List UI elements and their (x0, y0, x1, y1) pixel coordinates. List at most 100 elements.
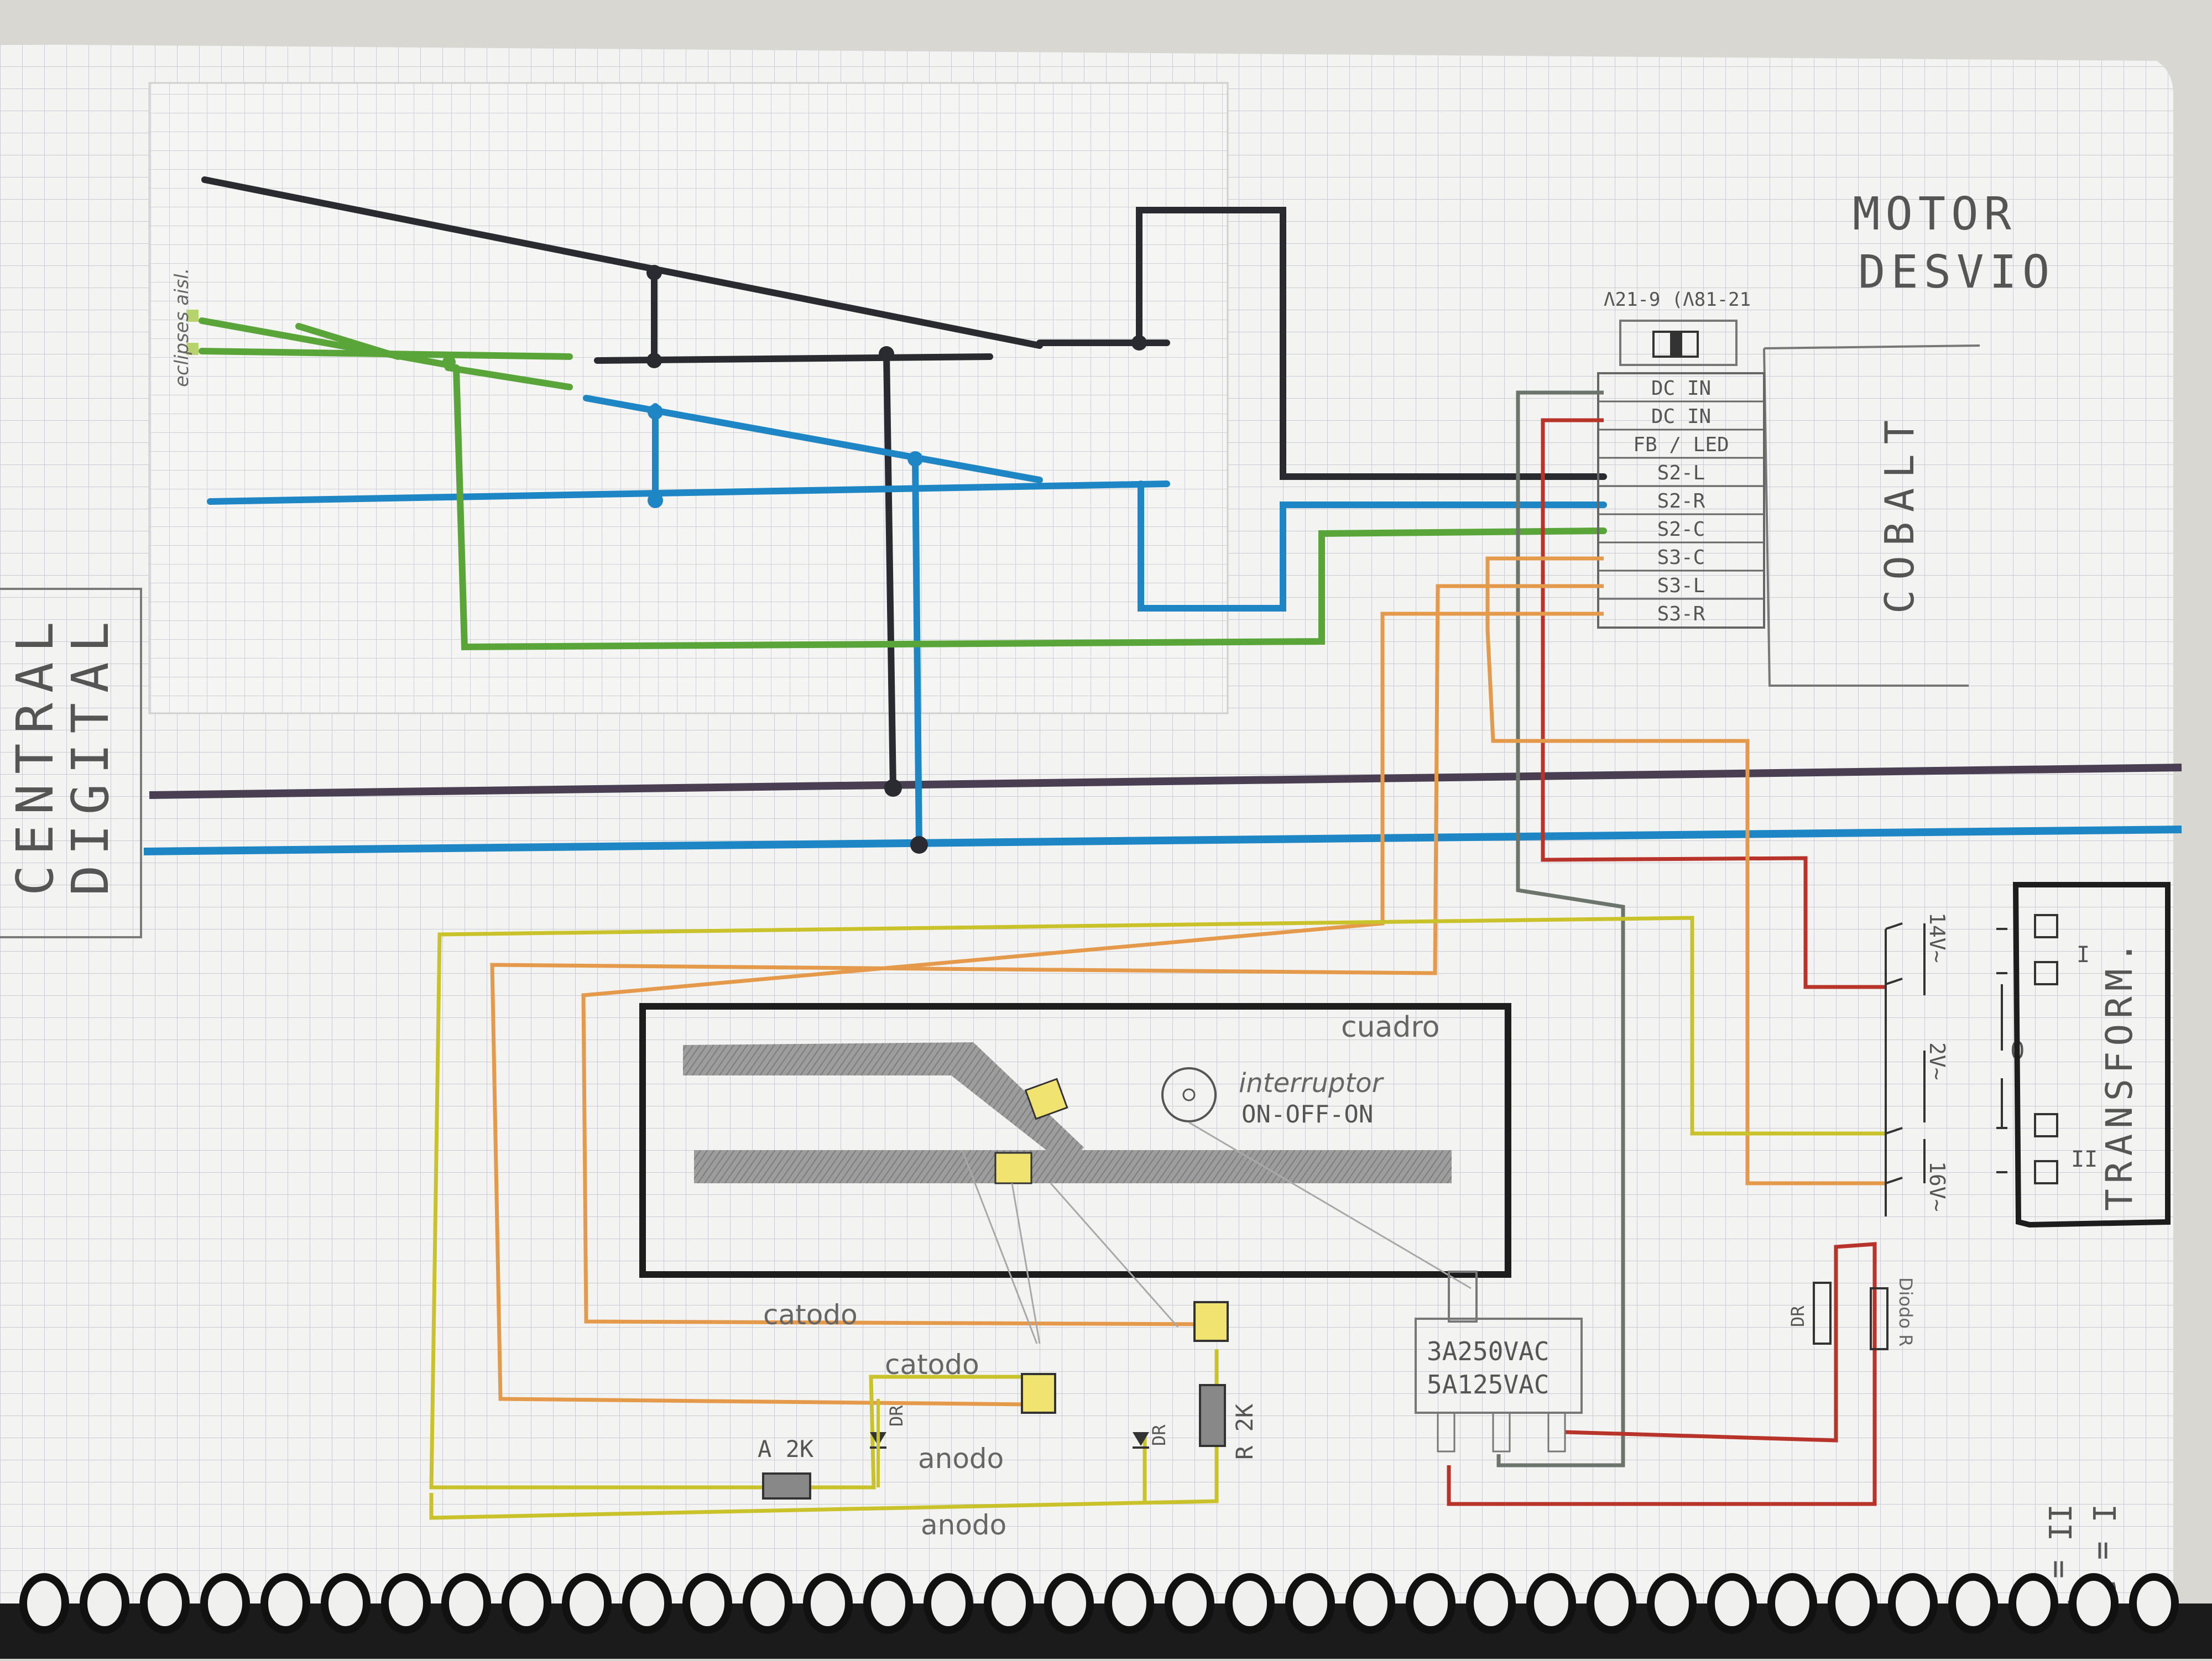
spiral-ring (2069, 1573, 2119, 1634)
spiral-ring (502, 1573, 551, 1634)
purple-bus (149, 764, 2182, 799)
spiral-ring (682, 1573, 732, 1634)
on-off-on-label: ON-OFF-ON (1241, 1100, 1373, 1129)
led-indicator-1 (1024, 1078, 1068, 1120)
spiral-ring (1526, 1573, 1576, 1634)
resistor-right-label: R 2K (1231, 1403, 1258, 1460)
spiral-ring (441, 1573, 491, 1634)
spiral-ring (1345, 1573, 1395, 1634)
spiral-ring (19, 1573, 69, 1634)
spiral-rings (19, 1573, 2179, 1634)
terminal-dc-in-2: DC IN (1651, 405, 1711, 428)
central-label-line2: DIGITAL (61, 612, 120, 896)
motor-label: MOTOR (1853, 188, 2017, 241)
anodo-label-2: anodo (921, 1509, 1006, 1541)
transformer-terminals (2034, 914, 2058, 1184)
terminal-fb-led: FB / LED (1633, 433, 1729, 456)
spiral-ring (863, 1573, 913, 1634)
gray-wire (1496, 390, 1625, 1467)
14v-label: 14V~ (1925, 912, 1949, 963)
blue-junctions (648, 404, 923, 508)
2v-label: 2V~ (1925, 1042, 1949, 1080)
model-code: Λ21-9 (Λ81-21 (1604, 289, 1751, 311)
resistor-right (1199, 1384, 1226, 1447)
spiral-ring (2008, 1573, 2058, 1634)
spiral-ring (1406, 1573, 1455, 1634)
transform-label: TRANSFORM. (2098, 936, 2141, 1211)
red-wire (1447, 418, 1886, 1506)
spiral-ring (1888, 1573, 1938, 1634)
spiral-ring (80, 1573, 129, 1634)
spiral-ring (260, 1573, 310, 1634)
terminal-dc-in-1: DC IN (1651, 377, 1711, 400)
position-ii-label: II (2071, 1147, 2098, 1172)
blue-bus (143, 826, 2182, 855)
spiral-ring (1165, 1573, 1214, 1634)
terminal-s3-l: S3-L (1657, 574, 1705, 597)
terminal-s3-c: S3-C (1657, 546, 1705, 569)
spiral-ring (381, 1573, 431, 1634)
central-label: CENTRAL (6, 612, 65, 896)
dip-switch (1619, 320, 1738, 366)
dr-label-3: DR (1787, 1305, 1808, 1327)
black-junctions (646, 265, 1147, 797)
track-diagram-straight (694, 1150, 1452, 1183)
resistor-left (762, 1472, 811, 1500)
toggle-switch-component (1415, 1271, 1583, 1453)
transformer-box (2012, 882, 2171, 1228)
spiral-ring (1104, 1573, 1154, 1634)
diode-right-1 (1813, 1282, 1832, 1345)
terminal-block: DC IN DC IN FB / LED S2-L S2-R S2-C S3-C… (1597, 372, 1765, 629)
switch-rating-1: 3A250VAC (1427, 1336, 1550, 1366)
spiral-ring (1285, 1573, 1335, 1634)
transformer-arrows (1885, 922, 2007, 1216)
dr-label-2: DR (1149, 1424, 1170, 1446)
spiral-ring (622, 1573, 672, 1634)
led-indicator-2 (994, 1152, 1032, 1184)
led-component-2 (1193, 1301, 1229, 1342)
blue-track (207, 395, 1607, 848)
spiral-ring (803, 1573, 853, 1634)
black-track (201, 176, 1607, 791)
switch-rating-2: 5A125VAC (1427, 1370, 1550, 1399)
spiral-ring (1466, 1573, 1516, 1634)
terminal-s2-l: S2-L (1657, 462, 1705, 484)
switch-symbol (1161, 1067, 1217, 1122)
spiral-ring (924, 1573, 973, 1634)
cobalt-label: COBALT (1876, 410, 1923, 614)
central-label-line1: CENTRAL (6, 612, 65, 896)
diodo-r-label: Diodo R (1895, 1277, 1916, 1346)
interruptor-label: interruptor (1239, 1068, 1385, 1099)
spiral-ring (2129, 1573, 2179, 1634)
spiral-ring (1647, 1573, 1697, 1634)
spiral-ring (1707, 1573, 1757, 1634)
cuadro-panel (639, 1003, 1511, 1278)
catodo-label-1: catodo (763, 1299, 858, 1331)
spiral-ring (1767, 1573, 1817, 1634)
dr-label-1: DR (886, 1405, 907, 1427)
spiral-ring (562, 1573, 612, 1634)
spiral-ring (140, 1573, 190, 1634)
cobalt-box (1763, 344, 1980, 687)
spiral-ring (984, 1573, 1034, 1634)
terminal-s2-c: S2-C (1657, 518, 1705, 541)
spiral-ring (1587, 1573, 1636, 1634)
terminal-s3-r: S3-R (1657, 603, 1705, 625)
eclipses-label: eclipses aisl. (171, 268, 193, 388)
green-track (199, 317, 1607, 651)
spiral-ring (200, 1573, 250, 1634)
orange-wire (490, 556, 1886, 1407)
position-i-label: I (2077, 942, 2090, 968)
spiral-ring (743, 1573, 792, 1634)
desvio-label-text: DESVIO (1858, 246, 2055, 299)
track-diagram-diverging (683, 1042, 1084, 1167)
16v-label: 16V~ (1925, 1161, 1949, 1212)
cuadro-label: cuadro (1341, 1011, 1439, 1044)
terminal-s2-r: S2-R (1657, 490, 1705, 513)
catodo-label-2: catodo (885, 1349, 979, 1381)
diode-right-2 (1870, 1287, 1888, 1350)
spiral-ring (1948, 1573, 1998, 1634)
spiral-ring (1828, 1573, 1877, 1634)
spiral-ring (1225, 1573, 1275, 1634)
